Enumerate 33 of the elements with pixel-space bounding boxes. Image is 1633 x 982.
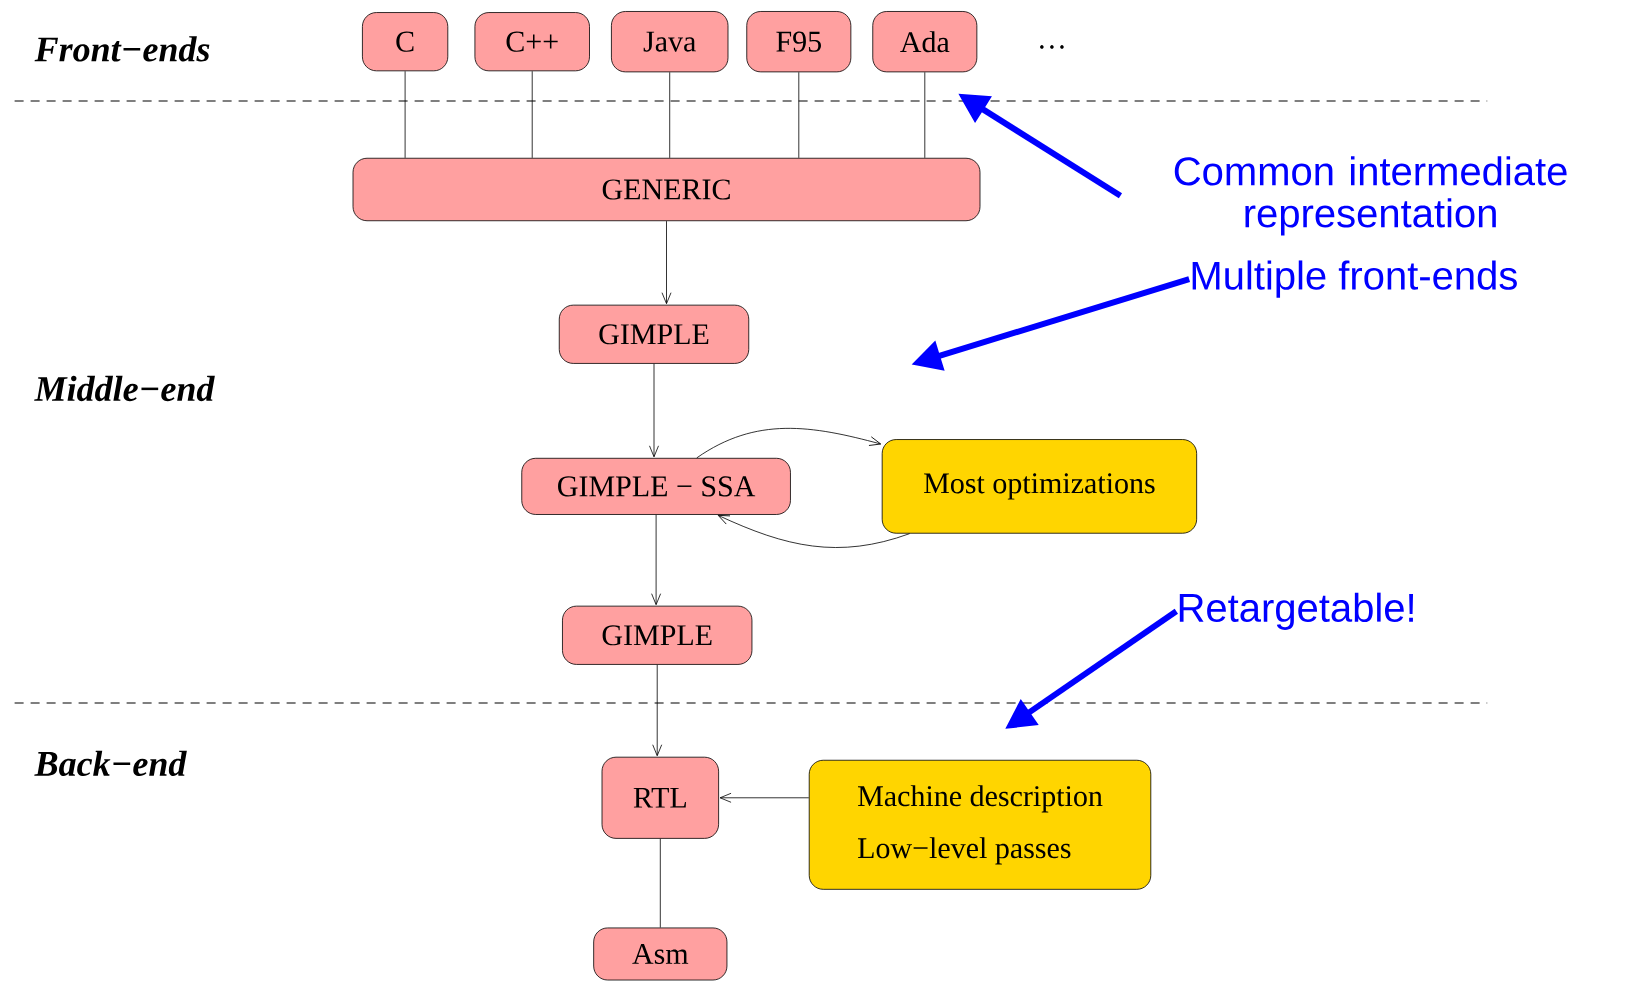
stage-box: RTL [601,756,719,839]
callout-text: Common intermediate representation [1174,156,1567,236]
callout-text: Retargetable! [1179,592,1413,630]
connector-line [669,71,671,159]
arrow [719,792,810,803]
arrow [652,664,663,757]
ellipsis: … [1040,45,1064,49]
stage-box: C++ [474,12,590,72]
arrow [651,514,661,606]
stage-box: GIMPLE − SSA [521,457,791,515]
curved-arrow [717,514,911,548]
connector-line [531,70,533,159]
stage-box: F95 [746,11,852,73]
section-label: Front−ends [34,36,210,62]
stage-box: GIMPLE [558,304,750,364]
stage-box: Java [611,11,729,73]
stage-box: Ada [872,11,978,73]
arrow [661,220,672,305]
section-label: Back−end [34,750,187,777]
stage-box: Asm [593,927,728,981]
curved-arrow [696,428,882,459]
connector-line [404,70,406,159]
stage-box: GENERIC [352,157,981,222]
stage-box: C [362,12,449,72]
callout-text: Multiple front-ends [1192,260,1517,298]
section-label: Middle−end [34,375,215,402]
stage-box: GIMPLE [562,605,753,665]
connector-line [659,838,661,928]
arrow [649,363,659,458]
connector-line [798,71,800,159]
stage-box: Machine description Low−level passes [808,759,1152,890]
connector-line [924,71,926,159]
stage-box: Most optimizations [881,439,1198,534]
